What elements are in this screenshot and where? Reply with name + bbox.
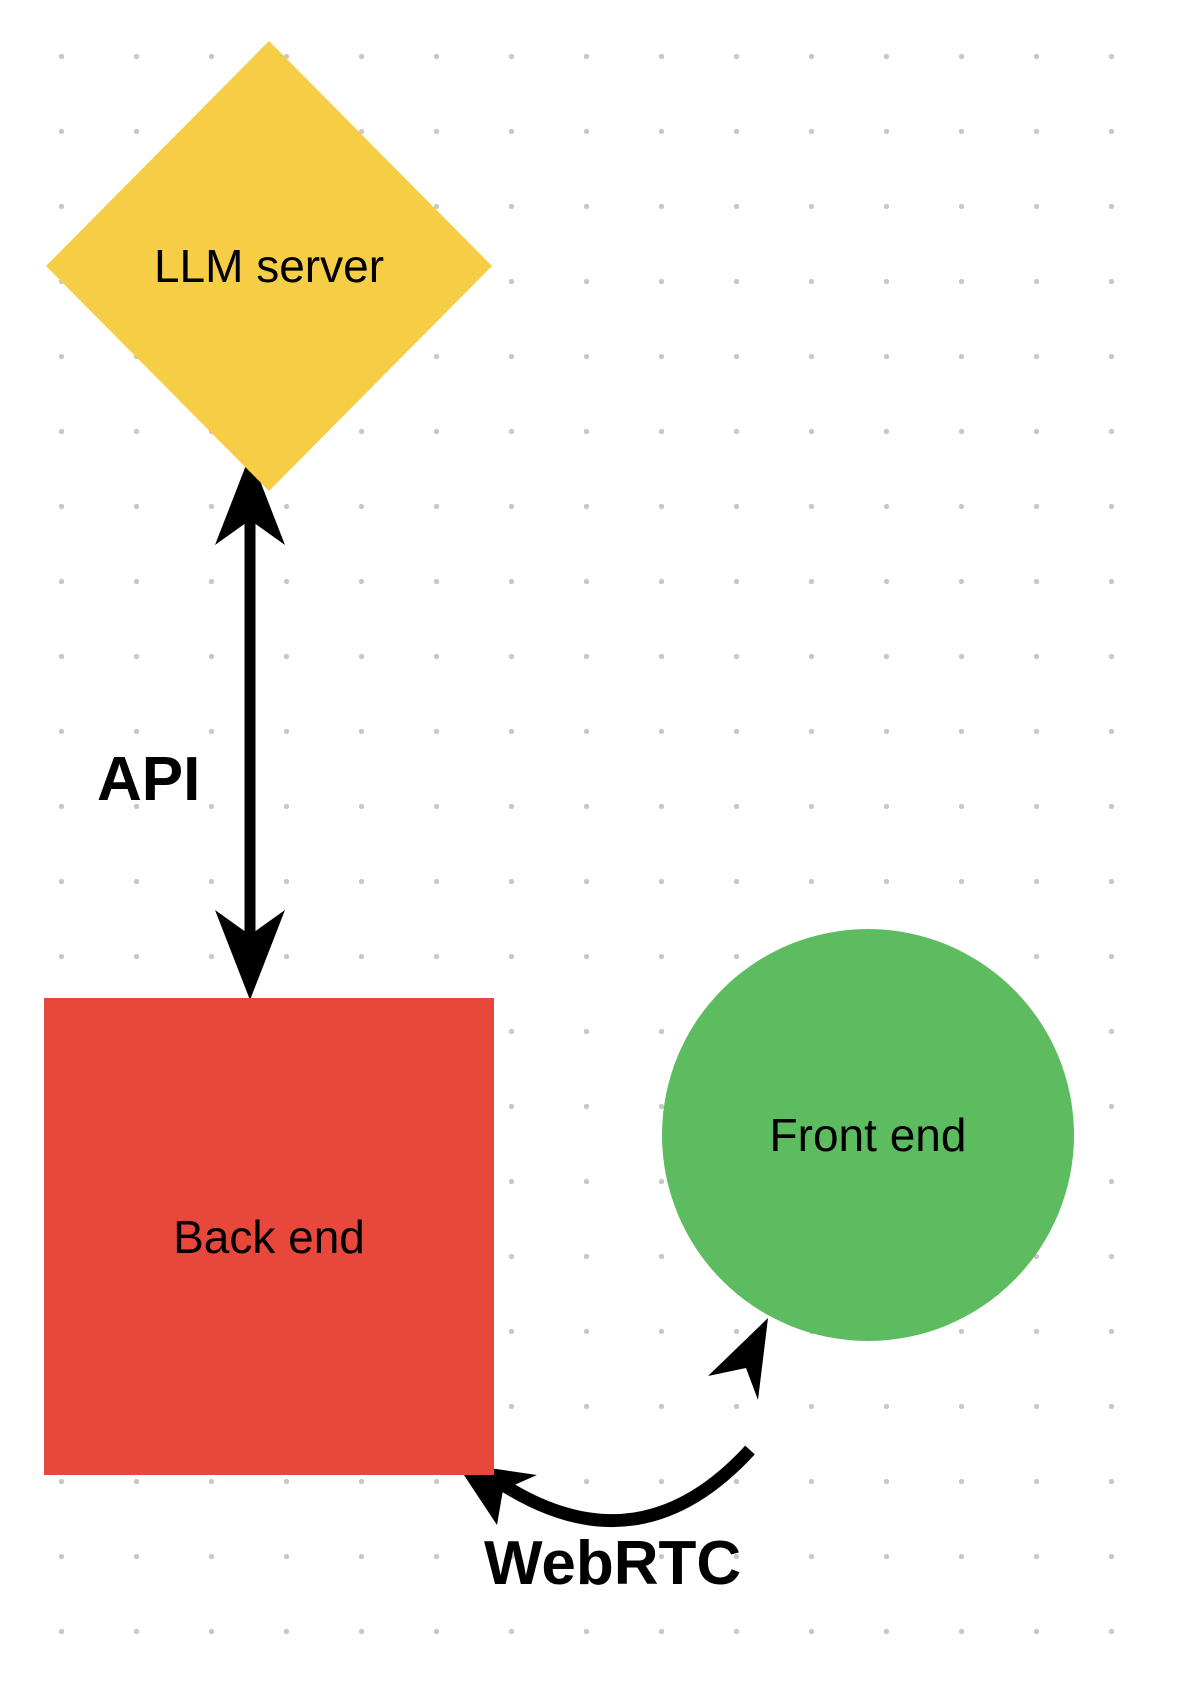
webrtc-arrowhead-right: [708, 1318, 768, 1400]
api-arrowhead-down: [215, 910, 285, 1000]
node-back-end[interactable]: [44, 998, 494, 1475]
diamond-icon: [46, 41, 492, 491]
edge-label-webrtc: WebRTC: [484, 1529, 742, 1598]
api-connector: [215, 455, 285, 1000]
webrtc-connector-curve: [501, 1445, 755, 1527]
node-front-end[interactable]: [662, 929, 1074, 1341]
webrtc-connector: [456, 1318, 768, 1527]
node-llm-server[interactable]: [46, 41, 492, 491]
edge-label-api: API: [97, 745, 201, 814]
